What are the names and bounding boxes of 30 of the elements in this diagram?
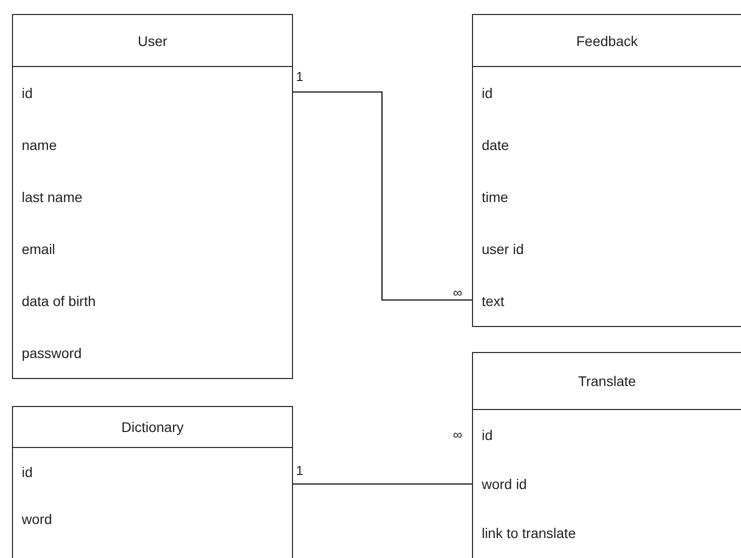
field-name: email xyxy=(22,241,56,257)
field-name: last name xyxy=(22,189,82,205)
cardinality-label: ∞ xyxy=(453,428,462,441)
table-title: Translate xyxy=(473,353,741,410)
field-name: date xyxy=(482,137,509,153)
cardinality-label: 1 xyxy=(296,70,304,83)
table-title: User xyxy=(13,15,292,67)
field-name: password xyxy=(22,345,82,361)
field-name: id xyxy=(482,426,493,442)
field-name: data of birth xyxy=(22,293,96,309)
field-name: time xyxy=(482,189,508,205)
field-name: id xyxy=(482,85,493,101)
relationship-line xyxy=(293,91,472,301)
field-name: word xyxy=(22,510,52,526)
entity-table xyxy=(12,406,293,558)
entity-table xyxy=(472,14,741,327)
table-title: Dictionary xyxy=(13,407,292,448)
entity-table xyxy=(12,14,293,379)
field-name: id xyxy=(22,85,33,101)
cardinality-label: 1 xyxy=(296,464,304,477)
field-name: link to translate xyxy=(482,524,576,540)
entity-table xyxy=(472,352,741,558)
relationship-line xyxy=(293,483,472,485)
table-title: Feedback xyxy=(473,15,741,67)
field-name: id xyxy=(22,464,33,480)
field-name: name xyxy=(22,137,57,153)
cardinality-label: ∞ xyxy=(453,286,462,299)
field-name: text xyxy=(482,293,504,309)
field-name: word id xyxy=(482,476,527,492)
field-name: user id xyxy=(482,241,524,257)
